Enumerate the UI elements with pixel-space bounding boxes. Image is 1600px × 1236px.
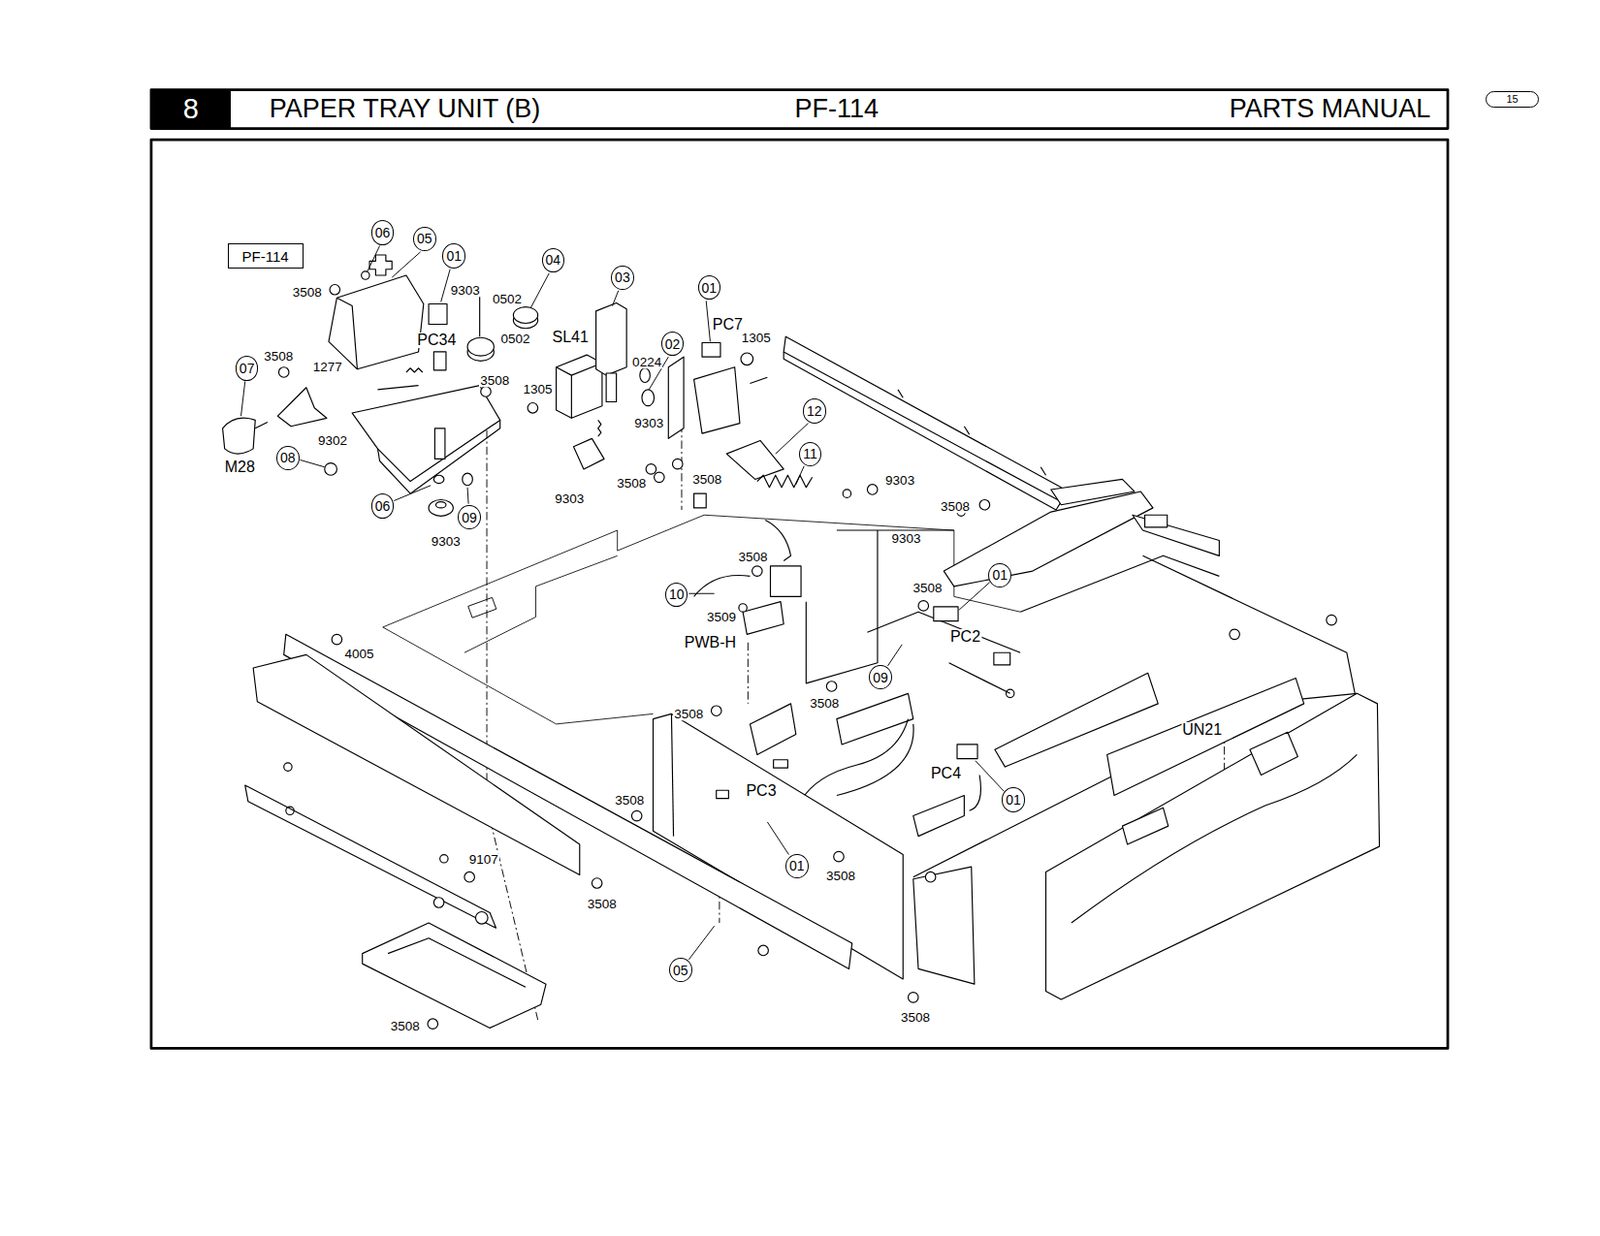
screws xyxy=(278,285,990,1004)
callout-number: 09 xyxy=(868,665,893,690)
node-text: 03 xyxy=(614,270,631,285)
part-label: 0224 xyxy=(631,355,663,370)
callout-number: 09 xyxy=(457,505,481,530)
pc7-bracket xyxy=(573,342,768,508)
part-label: PC3 xyxy=(744,783,777,800)
callout-number: 01 xyxy=(988,563,1012,588)
part-label: 1305 xyxy=(740,332,772,347)
drawing-frame xyxy=(151,139,1448,1049)
part-label: 3508 xyxy=(691,473,723,487)
part-label: 3508 xyxy=(672,707,704,722)
node-text: 05 xyxy=(672,963,689,978)
part-label: 9303 xyxy=(430,535,462,549)
part-label: PC7 xyxy=(711,317,744,333)
callout-number: 01 xyxy=(442,243,466,268)
callout-number: 01 xyxy=(698,275,722,300)
part-label: M28 xyxy=(224,459,256,476)
part-label: 0502 xyxy=(499,333,531,348)
part-label: 3508 xyxy=(825,869,857,884)
node-text: 01 xyxy=(446,249,462,263)
part-label: 3508 xyxy=(479,374,511,388)
callout-number: 06 xyxy=(371,220,395,245)
upper-rail xyxy=(783,336,1219,587)
part-label: 1277 xyxy=(312,360,344,375)
part-label: PC2 xyxy=(949,629,982,645)
part-label: 9302 xyxy=(317,434,349,448)
page-title: PAPER TRAY UNIT (B) xyxy=(269,95,542,122)
node-text: 08 xyxy=(280,450,296,465)
part-label: 9303 xyxy=(884,474,916,488)
node-text: 02 xyxy=(665,337,681,352)
callout-number: 07 xyxy=(235,355,259,381)
part-label: 9303 xyxy=(449,284,481,298)
part-label: 9303 xyxy=(890,532,922,546)
node-text: 01 xyxy=(702,281,718,295)
part-label: 9303 xyxy=(633,416,665,431)
part-label: 3508 xyxy=(808,697,840,711)
node-text: 12 xyxy=(806,404,823,418)
part-label: 3508 xyxy=(939,500,971,514)
node-text: 15 xyxy=(1505,94,1518,105)
part-label: 3508 xyxy=(291,286,323,300)
callout-number: 12 xyxy=(802,398,827,423)
header-band xyxy=(151,90,1448,129)
part-label: 9107 xyxy=(468,853,500,867)
side-rails xyxy=(245,634,853,1029)
node-text: 07 xyxy=(239,361,256,376)
node-text: PF-114 xyxy=(242,249,289,264)
node-text: 04 xyxy=(545,253,562,267)
callout-number: 04 xyxy=(542,248,566,273)
callout-number: 05 xyxy=(413,226,437,252)
part-label: PC34 xyxy=(416,332,457,349)
part-label: 0502 xyxy=(491,293,523,308)
part-label: 3509 xyxy=(705,610,737,625)
callout-number: 08 xyxy=(276,446,300,471)
header-text: PARTS MANUAL xyxy=(1228,95,1433,122)
pc34-bracket xyxy=(328,255,539,516)
model-tag: PF-114 xyxy=(227,243,304,268)
node-text: 11 xyxy=(802,447,818,461)
part-label: 3508 xyxy=(586,898,618,913)
node-text: 01 xyxy=(789,859,805,873)
part-label: PWB-H xyxy=(683,635,737,651)
callout-number: 03 xyxy=(610,265,635,290)
chapter-number: 8 xyxy=(151,90,231,129)
part-label: 1305 xyxy=(522,383,554,397)
part-label: 4005 xyxy=(343,647,375,662)
part-label: 9303 xyxy=(553,492,585,507)
callout-number: 05 xyxy=(669,958,693,983)
part-label: UN21 xyxy=(1181,722,1223,738)
part-label: PC4 xyxy=(929,766,962,782)
leader-lines xyxy=(241,246,1005,960)
tray-floor xyxy=(383,514,1021,628)
callout-number: 10 xyxy=(665,582,689,608)
callout-number: 01 xyxy=(1001,787,1025,812)
part-label: 3508 xyxy=(912,581,944,596)
part-label: 3508 xyxy=(899,1011,931,1025)
part-label: SL41 xyxy=(551,329,590,346)
node-text: 8 xyxy=(183,95,199,124)
callout-number: 06 xyxy=(371,493,395,518)
node-text: 05 xyxy=(416,231,433,246)
part-label: 3508 xyxy=(262,351,294,365)
part-label: 3508 xyxy=(389,1020,421,1034)
header-text: PF-114 xyxy=(794,95,881,122)
node-text: 09 xyxy=(872,671,889,685)
node-text: 06 xyxy=(375,225,391,240)
page-number: 15 xyxy=(1485,91,1539,108)
node-text: 09 xyxy=(461,511,478,525)
callout-number: 01 xyxy=(785,854,809,879)
m28-motor xyxy=(223,387,338,476)
node-text: 01 xyxy=(992,568,1008,582)
callout-number: 11 xyxy=(799,442,822,467)
rear-frame xyxy=(653,704,904,980)
node-text: 01 xyxy=(1005,793,1022,807)
part-label: 3508 xyxy=(613,794,645,808)
node-text: 10 xyxy=(669,587,685,602)
part-label: 3508 xyxy=(737,550,769,565)
node-text: 06 xyxy=(375,499,391,513)
part-label: 3508 xyxy=(615,477,647,491)
callout-number: 02 xyxy=(661,331,685,356)
